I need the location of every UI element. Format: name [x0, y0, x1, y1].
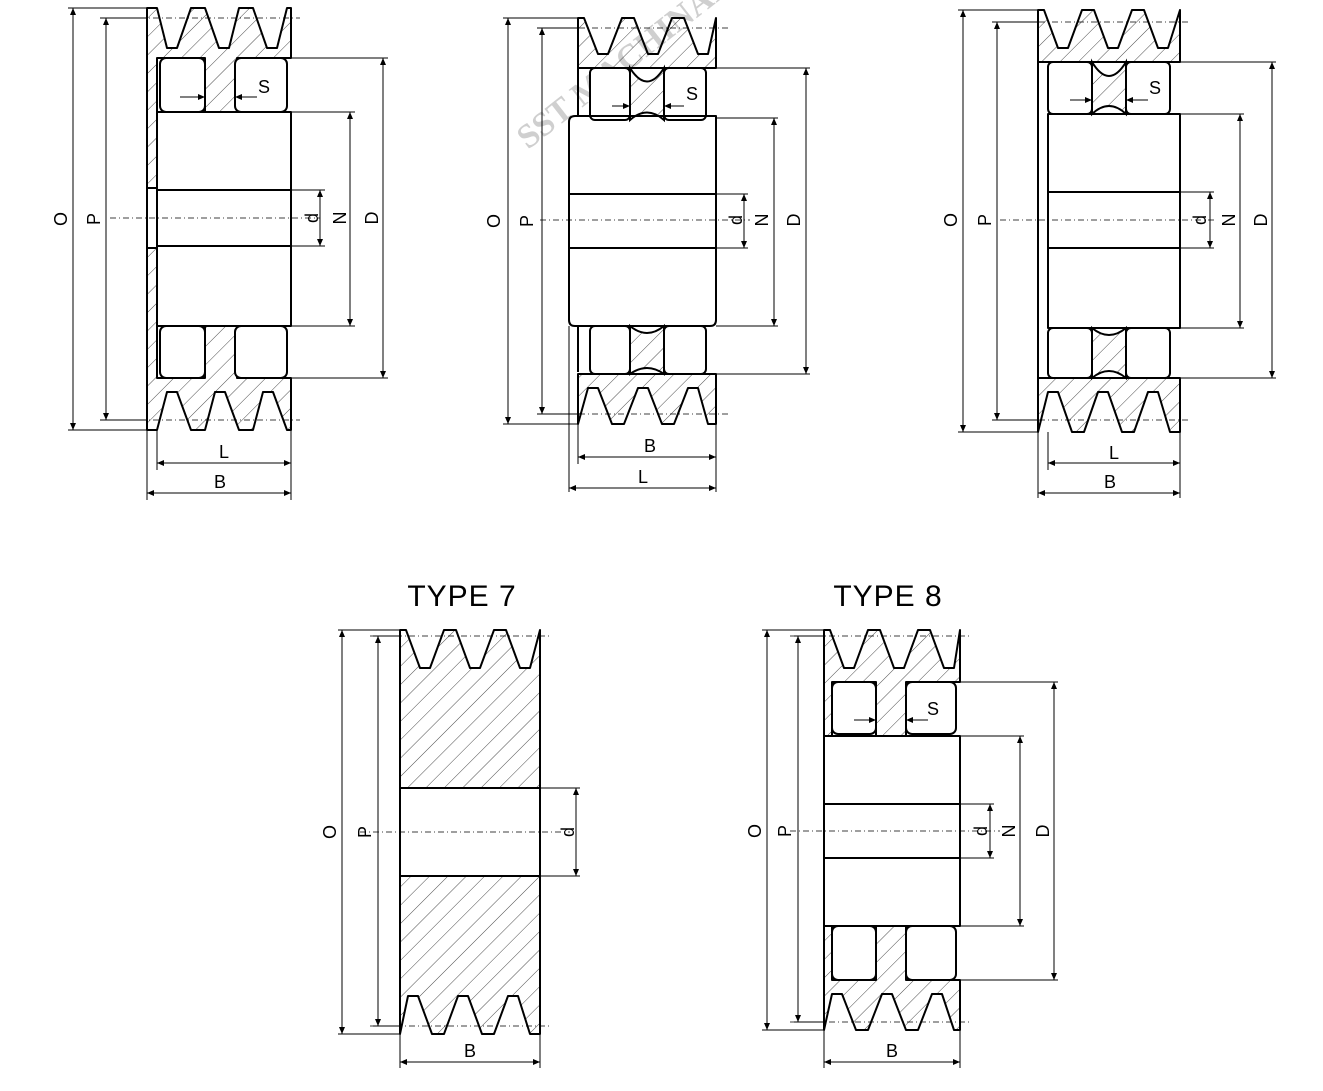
upper-window	[589, 67, 631, 121]
label-bore: d	[1190, 215, 1210, 225]
lower-window	[1047, 327, 1093, 379]
pulley-diagram-1: O P d N D S L B	[51, 7, 388, 500]
dimension-lines	[762, 629, 1058, 1068]
upper-window	[831, 681, 877, 735]
label-width: B	[1104, 472, 1116, 492]
lower-rim-section	[1037, 377, 1181, 433]
label-length: L	[638, 467, 648, 487]
pulley-body	[790, 629, 1000, 1031]
upper-solid-section	[399, 629, 541, 789]
lower-window	[234, 325, 288, 379]
label-bore: d	[726, 215, 746, 225]
label-disc: D	[362, 212, 382, 225]
label-width: B	[644, 436, 656, 456]
lower-window	[1125, 327, 1171, 379]
label-length: L	[219, 442, 229, 462]
lower-window	[159, 325, 206, 379]
pulley-diagram-type-7: TYPE 7 O P d B	[320, 580, 580, 1068]
diagram-title: TYPE 8	[833, 580, 942, 613]
lower-hub-section	[823, 857, 961, 927]
lower-window	[905, 925, 957, 981]
upper-rim-section	[1037, 9, 1181, 63]
pulley-body	[360, 629, 570, 1035]
diagram-title: TYPE 7	[407, 580, 516, 613]
lower-web-neck	[1091, 325, 1127, 381]
upper-web-neck	[1091, 58, 1127, 117]
pulley-body	[110, 7, 320, 431]
dimension-lines	[338, 629, 580, 1068]
label-pitch: P	[775, 825, 795, 837]
label-web: S	[258, 77, 270, 97]
label-disc: D	[1033, 825, 1053, 838]
label-hub: N	[999, 825, 1019, 838]
label-width: B	[464, 1041, 476, 1061]
upper-window	[234, 57, 288, 113]
label-hub: N	[330, 212, 350, 225]
label-hub: N	[752, 214, 772, 227]
pulley-diagram-3: O P d N D S L B	[941, 9, 1276, 498]
bore-walls	[568, 68, 717, 372]
lower-window	[663, 325, 707, 375]
label-disc: D	[1251, 214, 1271, 227]
lower-hub-section	[568, 247, 717, 327]
label-outer: O	[745, 824, 765, 838]
label-bore: d	[971, 826, 991, 836]
bore-walls	[146, 188, 292, 248]
label-width: B	[214, 472, 226, 492]
upper-window	[663, 67, 707, 121]
label-web: S	[927, 699, 939, 719]
lower-hub-section	[1047, 247, 1181, 329]
dimension-lines	[958, 9, 1276, 498]
label-length: L	[1109, 443, 1119, 463]
label-pitch: P	[355, 826, 375, 838]
upper-hub-section	[823, 735, 961, 805]
lower-rim-section	[577, 373, 717, 425]
dimension-lines	[68, 7, 388, 500]
label-web: S	[686, 84, 698, 104]
lower-solid-section	[399, 875, 541, 1035]
upper-web-neck	[629, 64, 665, 123]
upper-hub-section	[568, 115, 717, 195]
pulley-diagram-type-8: TYPE 8 O P d N	[745, 580, 1058, 1068]
pulley-body	[540, 17, 750, 425]
label-pitch: P	[84, 213, 104, 225]
pulley-diagram-2: O P d N D S B L	[484, 17, 810, 492]
label-outer: O	[320, 825, 340, 839]
upper-window	[1047, 61, 1093, 115]
label-hub: N	[1219, 214, 1239, 227]
label-outer: O	[51, 212, 71, 226]
label-outer: O	[941, 213, 961, 227]
label-pitch: P	[975, 214, 995, 226]
lower-hub-section	[156, 245, 292, 327]
label-bore: d	[302, 213, 322, 223]
upper-window	[159, 57, 206, 113]
upper-hub-section	[156, 111, 292, 191]
dimension-lines	[503, 17, 810, 492]
label-pitch: P	[517, 215, 537, 227]
lower-window	[589, 325, 631, 375]
label-width: B	[886, 1041, 898, 1061]
label-outer: O	[484, 214, 504, 228]
lower-web-neck	[629, 323, 665, 376]
pulley-body	[1000, 9, 1215, 433]
lower-window	[831, 925, 877, 981]
label-disc: D	[784, 214, 804, 227]
upper-hub-section	[1047, 113, 1181, 193]
label-bore: d	[558, 827, 578, 837]
upper-window	[905, 681, 957, 735]
label-web: S	[1149, 78, 1161, 98]
upper-rim-section	[577, 17, 717, 69]
